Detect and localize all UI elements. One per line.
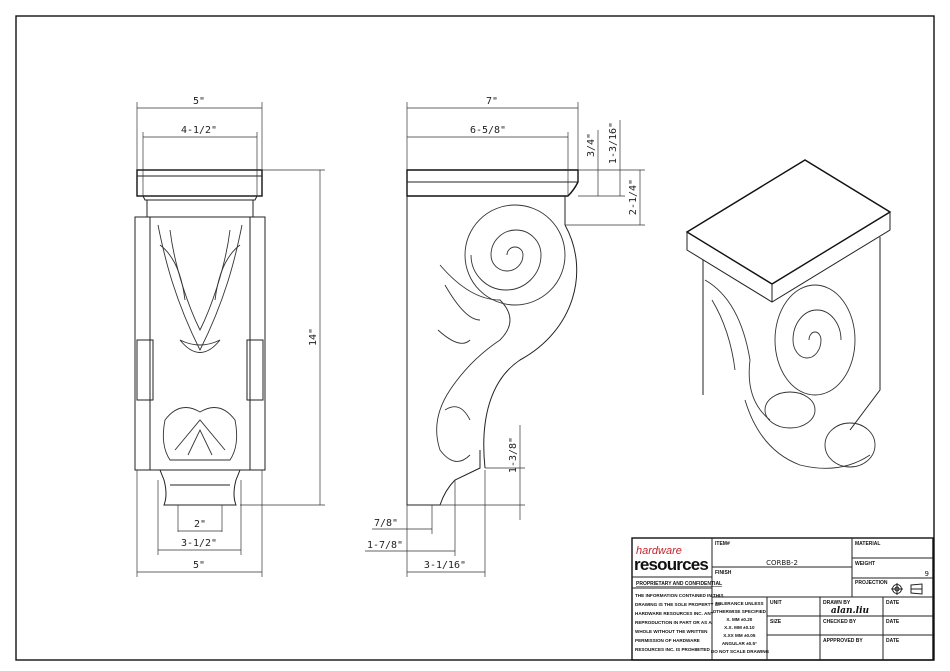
approved-by-label: APPPROVED BY bbox=[823, 638, 863, 644]
logo-hardware: hardware bbox=[636, 545, 682, 557]
checked-by-label: CHECKED BY bbox=[823, 619, 857, 625]
dim-side-cap-a: 3/4" bbox=[586, 133, 597, 157]
dim-front-top-width: 5" bbox=[193, 96, 205, 107]
dim-side-toe-a: 7/8" bbox=[374, 518, 398, 529]
weight-label: WEIGHT bbox=[855, 561, 875, 567]
dim-side-base-depth: 3-1/16" bbox=[424, 560, 466, 571]
confidential-text: THE INFORMATION CONTAINED IN THIS DRAWIN… bbox=[635, 593, 725, 652]
dim-side-cap-c: 2-1/4" bbox=[628, 179, 639, 215]
isometric-view bbox=[685, 159, 892, 469]
confidential-heading: PROPRIETARY AND CONFIDENTIAL bbox=[636, 581, 722, 587]
finish-label: FINISH bbox=[715, 570, 732, 576]
date-label-approved: DATE bbox=[886, 638, 900, 644]
item-label: ITEM# bbox=[715, 541, 730, 547]
dim-front-inner-width: 4-1/2" bbox=[181, 125, 217, 136]
drawing-border bbox=[15, 15, 935, 661]
drawn-by-label: DRAWN BY bbox=[823, 600, 851, 606]
dim-side-inner-depth: 6-5/8" bbox=[470, 125, 506, 136]
projection-label: PROJECTION bbox=[855, 580, 888, 586]
side-view bbox=[406, 169, 579, 506]
dim-front-bottom-width: 5" bbox=[193, 560, 205, 571]
dim-side-cap-b: 1-3/16" bbox=[608, 122, 619, 164]
tolerance-text: TOLERANCE UNLESS OTHERWISE SPECIFIED X. … bbox=[711, 601, 770, 654]
dim-side-depth: 7" bbox=[486, 96, 498, 107]
date-label-drawn: DATE bbox=[886, 600, 900, 606]
material-label: MATERIAL bbox=[855, 541, 880, 547]
dim-front-bottom-small: 2" bbox=[194, 519, 206, 530]
front-view bbox=[134, 169, 266, 532]
dimensions: 5" 4-1/2" 14" 2" 3-1/2" 5" 7" 6-5/8" 3/4… bbox=[136, 96, 645, 577]
item-value: CORBB-2 bbox=[766, 559, 798, 567]
dim-side-toe-b: 1-7/8" bbox=[367, 540, 403, 551]
third-angle-projection-icon bbox=[891, 583, 923, 595]
dim-front-bottom-mid: 3-1/2" bbox=[181, 538, 217, 549]
unit-label: UNIT bbox=[770, 600, 782, 606]
size-label: SIZE bbox=[770, 619, 782, 625]
logo-resources: resources bbox=[634, 555, 708, 574]
weight-value: 9 bbox=[925, 570, 929, 578]
title-block: hardware resources PROPRIETARY AND CONFI… bbox=[631, 537, 934, 661]
date-label-checked: DATE bbox=[886, 619, 900, 625]
dim-side-toe-height: 1-3/8" bbox=[508, 437, 519, 473]
dim-front-height: 14" bbox=[308, 328, 319, 346]
drawn-by-signature: alan.liu bbox=[831, 606, 870, 616]
